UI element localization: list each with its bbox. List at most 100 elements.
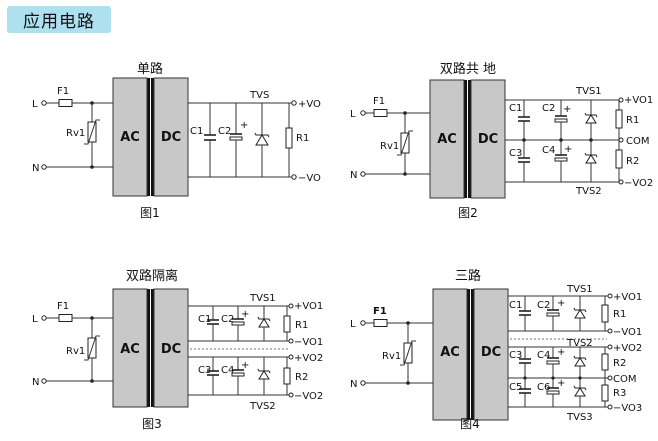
- section-heading: 应用电路: [7, 6, 111, 33]
- label-vo1-neg: −VO1: [294, 337, 323, 348]
- label-vo2: −VO2: [624, 178, 653, 189]
- circuit-dual-common: 双路共 地 L N F1 Rv1 AC DC C1 C3: [350, 61, 653, 220]
- circuit-single: 单路 L N F1 Rv1 AC DC C1: [32, 61, 321, 220]
- label-plus: +: [241, 309, 249, 320]
- label-plus: +: [563, 104, 571, 115]
- label-c5: C5: [509, 382, 522, 393]
- dc-block: [470, 79, 506, 199]
- ac-block: [432, 288, 468, 421]
- label-plus: +: [241, 360, 249, 371]
- label-plus: +: [557, 378, 565, 389]
- label-vo2-pos: +VO2: [294, 353, 323, 364]
- label-com: COM: [626, 136, 649, 147]
- label-plus: +: [564, 144, 572, 155]
- label-tvs2: TVS2: [249, 401, 276, 412]
- dc-label: DC: [478, 132, 498, 147]
- label-vo2-pos: +VO2: [613, 343, 642, 354]
- label-c3: C3: [509, 148, 522, 159]
- label-f1: F1: [57, 86, 69, 97]
- label-r1: R1: [295, 320, 308, 331]
- label-r3: R3: [613, 388, 626, 399]
- figure-caption: 图3: [142, 417, 162, 431]
- label-vo1-pos: +VO1: [613, 292, 642, 303]
- label-tvs2: TVS2: [566, 338, 593, 349]
- label-c4: C4: [221, 365, 234, 376]
- label-c6: C6: [537, 382, 550, 393]
- ac-block: [112, 77, 148, 197]
- resistor-r3: [601, 384, 609, 402]
- label-tvs1: TVS1: [575, 86, 602, 97]
- label-f1: F1: [373, 306, 387, 317]
- dc-block: [153, 288, 189, 408]
- label-l: L: [32, 314, 38, 325]
- label-vo-pos: +VO: [298, 99, 321, 110]
- label-c2: C2: [542, 103, 555, 114]
- label-c2: C2: [218, 126, 231, 137]
- terminal-n: [41, 164, 47, 170]
- label-plus: +: [557, 298, 565, 309]
- label-plus: +: [557, 347, 565, 358]
- label-r1: R1: [296, 133, 309, 144]
- ac-label: AC: [440, 345, 460, 360]
- label-vo1: +VO1: [624, 95, 653, 106]
- label-tvs1: TVS1: [249, 293, 276, 304]
- label-com: COM: [613, 374, 636, 385]
- label-c4: C4: [542, 145, 555, 156]
- label-c1: C1: [190, 126, 203, 137]
- terminal-l: [41, 100, 47, 106]
- label-f1: F1: [373, 96, 385, 107]
- circuit-title: 三路: [455, 268, 481, 284]
- label-n: N: [350, 379, 357, 390]
- label-vo1-pos: +VO1: [294, 301, 323, 312]
- label-l: L: [350, 109, 356, 120]
- label-l: L: [32, 99, 38, 110]
- label-plus: +: [240, 120, 248, 131]
- label-c3: C3: [198, 365, 211, 376]
- dc-label: DC: [481, 345, 501, 360]
- label-c1: C1: [198, 314, 211, 325]
- resistor-r2: [601, 353, 609, 371]
- label-r2: R2: [613, 358, 626, 369]
- label-c2: C2: [537, 300, 550, 311]
- figure-caption: 图2: [458, 206, 478, 220]
- label-tvs: TVS: [249, 90, 269, 101]
- ac-block: [112, 288, 148, 408]
- dc-label: DC: [161, 342, 181, 357]
- circuit-title: 单路: [137, 61, 163, 77]
- label-f1: F1: [57, 301, 69, 312]
- resistor-r1: [615, 109, 623, 129]
- dc-block: [153, 77, 189, 197]
- label-n: N: [350, 170, 357, 181]
- label-c3: C3: [509, 350, 522, 361]
- label-tvs2: TVS2: [575, 186, 602, 197]
- label-vo-neg: −VO: [298, 173, 321, 184]
- fuse-f1: [58, 99, 73, 107]
- label-c4: C4: [537, 350, 550, 361]
- label-r2: R2: [295, 372, 308, 383]
- fuse-f1: [373, 319, 388, 327]
- circuit-title: 双路共 地: [440, 61, 496, 77]
- figure-caption: 图1: [140, 206, 160, 220]
- resistor-r1: [285, 127, 293, 149]
- label-r2: R2: [626, 156, 639, 167]
- label-vo1-neg: −VO1: [613, 327, 642, 338]
- label-c1: C1: [509, 300, 522, 311]
- dc-label: DC: [161, 130, 181, 145]
- ac-block: [429, 79, 465, 199]
- resistor-r2: [615, 149, 623, 169]
- label-rv1: Rv1: [380, 141, 399, 152]
- label-rv1: Rv1: [66, 128, 85, 139]
- circuit-title: 双路隔离: [126, 268, 178, 284]
- label-c1: C1: [509, 103, 522, 114]
- label-l: L: [350, 319, 356, 330]
- dc-block: [473, 288, 509, 421]
- label-rv1: Rv1: [382, 351, 401, 362]
- resistor-r2: [283, 367, 291, 385]
- ac-label: AC: [437, 132, 457, 147]
- label-vo3-neg: −VO3: [613, 403, 642, 414]
- ac-label: AC: [120, 130, 140, 145]
- figure-caption: 图4: [460, 417, 480, 431]
- resistor-r1: [601, 304, 609, 323]
- label-tvs1: TVS1: [566, 284, 593, 295]
